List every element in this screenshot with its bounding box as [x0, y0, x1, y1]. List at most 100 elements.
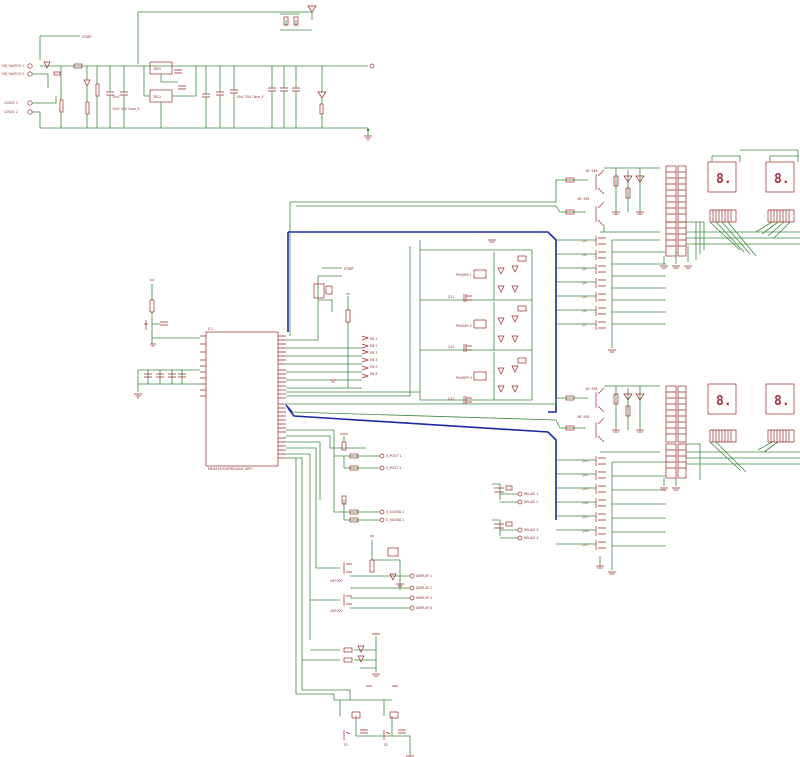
header-lower-a	[665, 385, 677, 443]
seven-seg-1-glyph: 8.	[716, 172, 732, 187]
header-upper-b	[665, 221, 677, 257]
svg-text:Q23: Q23	[582, 487, 589, 491]
svg-text:Q2: Q2	[582, 253, 587, 257]
relais-3-label: RELAIS 3	[524, 528, 538, 532]
svg-text:Q27: Q27	[582, 543, 589, 547]
display-driver-lower: BC 558 BC 558 8. 8. Q21 Q22 Q23 Q24 Q25 …	[286, 383, 800, 575]
svg-text:BC 558: BC 558	[578, 197, 589, 201]
s-pout-connector-1	[379, 453, 385, 459]
svg-text:Q24: Q24	[582, 501, 589, 505]
s-pout-1-label: S_POUT 1	[386, 454, 401, 458]
display-connector-1	[409, 573, 415, 579]
connector-on-switch-2	[27, 71, 33, 77]
svg-text:7805: 7805	[153, 67, 161, 71]
power-supply-section: START ON_SWITCH 1 ON_SWITCH 2 12VDC 1 12…	[2, 5, 375, 141]
microcontroller: MEGA16-P/ATMEGA16-16PU IC1	[134, 279, 286, 471]
svg-text:10uF: 10uF	[112, 95, 120, 99]
svg-text:Q3: Q3	[582, 267, 587, 271]
on-switch-1-label: ON_SWITCH 1	[2, 64, 24, 68]
relais-1-label: RELAIS 1	[524, 492, 538, 496]
display-3-label: DISPLAY 3	[416, 596, 432, 600]
svg-text:S2: S2	[384, 743, 388, 747]
svg-text:Q5: Q5	[582, 295, 587, 299]
s-sound-connector-1	[379, 509, 385, 515]
mcu-body	[205, 331, 279, 467]
start-label-1: START	[82, 35, 92, 39]
svg-text:S1: S1	[344, 743, 348, 747]
io-label-1: EN 1	[370, 337, 377, 341]
connector-12vdc-2	[27, 109, 33, 115]
header-lower-b	[665, 443, 677, 479]
seven-seg-2-glyph: 8.	[774, 172, 790, 187]
display-connector-4	[409, 605, 415, 611]
svg-text:Q22: Q22	[582, 473, 589, 477]
svg-text:Q21: Q21	[582, 459, 589, 463]
s-sound-1-label: S_SOUND 1	[386, 510, 404, 514]
relais-2-label: RELAIS 2	[524, 500, 538, 504]
svg-text:Q11: Q11	[448, 295, 455, 299]
vin-1-label: 12VDC 1	[4, 101, 18, 105]
display-driver-upper: BC 558 BC 558 8. 8. Q1 Q2 Q3 Q4 Q5 Q6 Q7	[289, 149, 800, 353]
cap-label-b: 10uF 35V Case_E	[236, 95, 264, 99]
s-sound-2-label: S_SOUND 2	[386, 518, 404, 522]
cap-label-a: 10uF 35V Case_E	[112, 107, 140, 111]
header-lower-d	[677, 443, 687, 479]
relais-4-label: RELAIS 4	[524, 536, 538, 540]
bottom-outputs: S_POUT 1 S_POUT 2 S_SOUND 1 S_SOUND 2 2N…	[286, 429, 432, 757]
header-upper-c	[677, 165, 687, 223]
seven-seg-3-glyph: 8.	[716, 394, 732, 409]
display-1-label: DISPLAY 1	[416, 574, 432, 578]
connector-12vdc-1	[27, 100, 33, 106]
svg-text:IC1: IC1	[208, 327, 213, 331]
svg-text:Q25: Q25	[582, 515, 589, 519]
phaser-relay-3	[473, 371, 487, 381]
svg-text:7812: 7812	[153, 95, 161, 99]
transistor-label-1: 2N7000	[330, 579, 343, 583]
header-upper-d	[677, 221, 687, 257]
pnp-label-1: BC 558	[586, 169, 597, 173]
relais-connector-2	[517, 499, 523, 505]
svg-text:Q4: Q4	[582, 281, 587, 285]
relais-connector-3	[517, 527, 523, 533]
connector-vout	[369, 63, 375, 69]
display-4-label: DISPLAY 4	[416, 606, 432, 610]
header-upper-a	[665, 165, 677, 223]
io-label-3: EN 3	[370, 351, 377, 355]
display-connector-2	[409, 585, 415, 591]
phaser-1-label: PHASER 1	[456, 273, 472, 277]
svg-text:Q7: Q7	[582, 323, 587, 327]
svg-text:BC 558: BC 558	[578, 415, 589, 419]
relais-connector-4	[517, 535, 523, 541]
phaser-relay-2	[473, 319, 487, 329]
connector-on-switch-1	[27, 63, 33, 69]
phaser-relay-1	[473, 269, 487, 279]
seven-seg-display-3	[707, 383, 737, 415]
seven-seg-display-4	[765, 383, 795, 415]
io-section: START EN 1 EN 2 EN 3 EN 4 EN 5 EN 6	[286, 267, 377, 389]
shift-bus	[285, 231, 557, 520]
start-label-2: START	[344, 267, 354, 271]
io-label-2: EN 2	[370, 344, 377, 348]
transistor-label-2: 2N7000	[330, 609, 343, 613]
svg-text:Q12: Q12	[448, 345, 455, 349]
pnp-label-2: BC 558	[586, 387, 597, 391]
s-pout-connector-2	[379, 465, 385, 471]
vin-2-label: 12VDC 2	[4, 110, 18, 114]
svg-text:Q6: Q6	[582, 309, 587, 313]
s-sound-connector-2	[379, 517, 385, 523]
seven-seg-display-1	[707, 161, 737, 193]
io-label-4: EN 4	[370, 358, 377, 362]
on-switch-2-label: ON_SWITCH 2	[2, 72, 24, 76]
relais-connector-1	[517, 491, 523, 497]
svg-text:Q26: Q26	[582, 529, 589, 533]
svg-text:Q1: Q1	[582, 239, 587, 243]
s-pout-2-label: S_POUT 2	[386, 466, 401, 470]
phaser-3-label: PHASER 3	[456, 376, 472, 380]
seven-seg-4-glyph: 8.	[774, 394, 790, 409]
display-connector-3	[409, 595, 415, 601]
io-label-6: EN 6	[370, 372, 377, 376]
io-label-5: EN 5	[370, 365, 377, 369]
display-2-label: DISPLAY 2	[416, 586, 432, 590]
